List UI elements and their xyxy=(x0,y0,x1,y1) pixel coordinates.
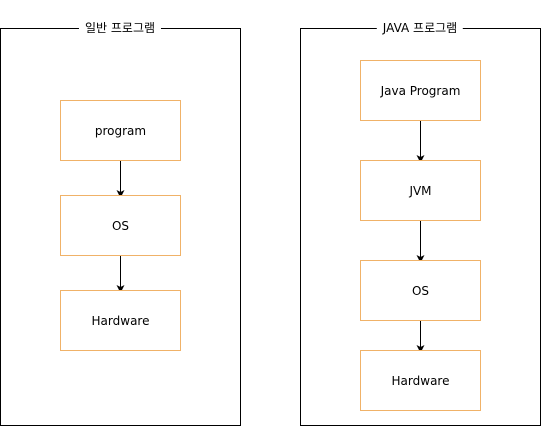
panel-title-java: JAVA 프로그램 xyxy=(376,20,464,36)
panel-title-general: 일반 프로그램 xyxy=(78,20,162,36)
node-jvm: JVM xyxy=(360,160,481,221)
node-os-java: OS xyxy=(360,260,481,321)
node-hardware-java: Hardware xyxy=(360,350,481,411)
node-program: program xyxy=(60,100,181,161)
node-os-general: OS xyxy=(60,195,181,256)
node-hardware-general: Hardware xyxy=(60,290,181,351)
node-java-program: Java Program xyxy=(360,60,481,121)
